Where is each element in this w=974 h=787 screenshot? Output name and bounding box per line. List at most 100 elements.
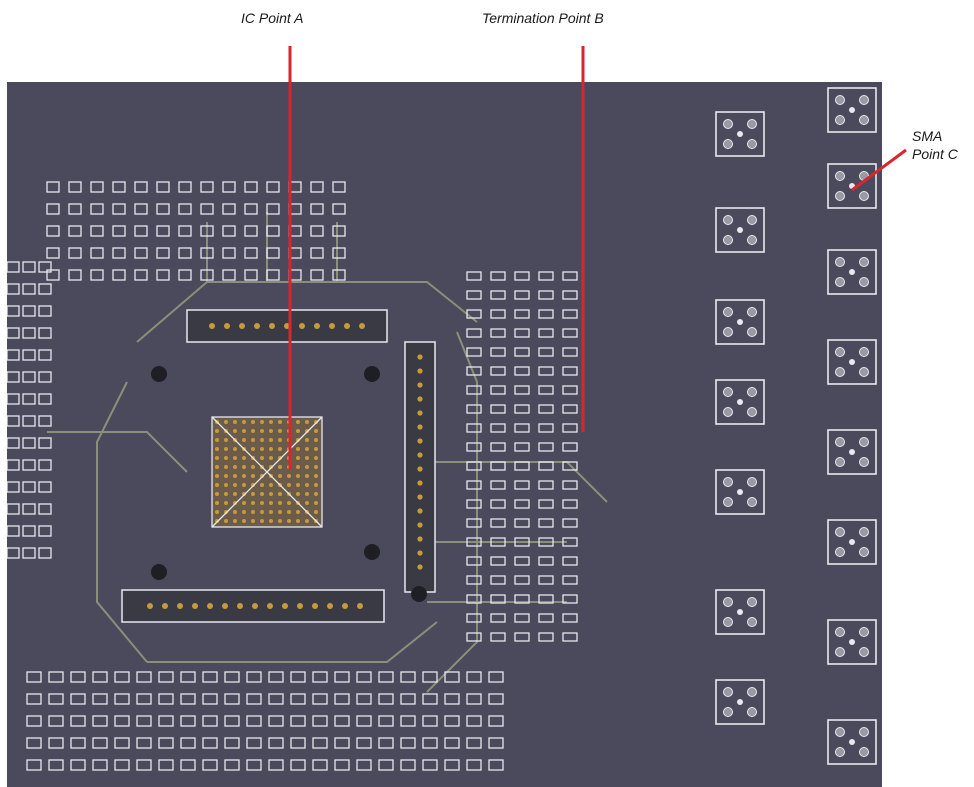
sma-pad: [723, 477, 733, 487]
right-component: [466, 632, 482, 642]
lower-component: [180, 671, 196, 683]
upper-component: [244, 181, 258, 193]
bga-ball: [296, 519, 300, 523]
right-component: [490, 347, 506, 357]
upper-component: [112, 203, 126, 215]
trace-3: [147, 621, 438, 663]
right-component: [466, 613, 482, 623]
sma-pad: [859, 367, 869, 377]
bga-ball: [233, 492, 237, 496]
bga-ball: [242, 465, 246, 469]
right-component: [562, 271, 578, 281]
upper-component: [90, 247, 104, 259]
sma-pad: [723, 687, 733, 697]
bga-ball: [260, 501, 264, 505]
right-component: [538, 461, 554, 471]
connector-vertical-pin: [417, 550, 423, 556]
sma-center-pin: [849, 359, 855, 365]
right-component: [538, 518, 554, 528]
bga-ball: [215, 447, 219, 451]
upper-component: [200, 203, 214, 215]
sma-pad: [859, 95, 869, 105]
right-component: [490, 404, 506, 414]
lower-component: [224, 759, 240, 771]
right-component: [514, 347, 530, 357]
right-component: [466, 575, 482, 585]
upper-component: [178, 203, 192, 215]
bga-ball: [314, 501, 318, 505]
connector-top-pin: [254, 323, 260, 329]
bga-ball: [215, 456, 219, 460]
bga-ball: [251, 519, 255, 523]
bga-ball: [305, 465, 309, 469]
lower-component: [290, 759, 306, 771]
right-component: [514, 423, 530, 433]
connector-bottom-pin: [357, 603, 363, 609]
right-component: [466, 385, 482, 395]
right-component: [538, 423, 554, 433]
trace-5: [47, 431, 188, 473]
sma-center-pin: [737, 399, 743, 405]
bga-ball: [314, 447, 318, 451]
bga-ball: [305, 492, 309, 496]
right-component: [490, 423, 506, 433]
sma-center-pin: [737, 227, 743, 233]
sma-label-line1: SMA: [912, 128, 943, 144]
right-component: [514, 309, 530, 319]
lower-component: [378, 737, 394, 749]
left-component: [38, 305, 52, 317]
upper-component: [134, 247, 148, 259]
lower-component: [92, 715, 108, 727]
lower-component: [466, 737, 482, 749]
left-component: [38, 327, 52, 339]
upper-component: [134, 269, 148, 281]
lower-component: [444, 671, 460, 683]
upper-component: [332, 181, 346, 193]
bga-ball: [269, 510, 273, 514]
sma-center-pin: [737, 489, 743, 495]
mounting-hole: [364, 366, 380, 382]
right-component: [490, 442, 506, 452]
right-component: [466, 556, 482, 566]
mounting-hole: [411, 586, 427, 602]
right-component: [466, 271, 482, 281]
lower-component: [422, 759, 438, 771]
sma-pad: [859, 277, 869, 287]
connector-bottom-pin: [252, 603, 258, 609]
lower-component: [466, 715, 482, 727]
left-component: [22, 415, 36, 427]
bga-ball: [287, 438, 291, 442]
bga-ball: [242, 438, 246, 442]
bga-ball: [260, 420, 264, 424]
sma-pad: [835, 191, 845, 201]
bga-ball: [242, 510, 246, 514]
bga-ball: [287, 420, 291, 424]
pcb-board-art: [7, 82, 882, 787]
left-component: [38, 547, 52, 559]
bga-ball: [242, 474, 246, 478]
upper-component: [156, 181, 170, 193]
sma-pad: [723, 617, 733, 627]
left-component: [38, 459, 52, 471]
lower-component: [70, 759, 86, 771]
right-component: [466, 594, 482, 604]
left-component: [22, 481, 36, 493]
right-component: [562, 404, 578, 414]
right-component: [466, 442, 482, 452]
bga-ball: [260, 483, 264, 487]
sma-footprint: [715, 207, 765, 253]
right-component: [466, 518, 482, 528]
upper-component: [310, 247, 324, 259]
connector-vertical-pin: [417, 536, 423, 542]
lower-component: [224, 693, 240, 705]
sma-point-label: SMA Point C: [912, 127, 958, 163]
upper-component: [222, 203, 236, 215]
bga-ball: [260, 519, 264, 523]
upper-component: [112, 247, 126, 259]
right-component: [466, 537, 482, 547]
sma-center-pin: [737, 131, 743, 137]
upper-component: [310, 225, 324, 237]
lower-component: [180, 759, 196, 771]
bga-ball: [296, 474, 300, 478]
lower-component: [224, 737, 240, 749]
